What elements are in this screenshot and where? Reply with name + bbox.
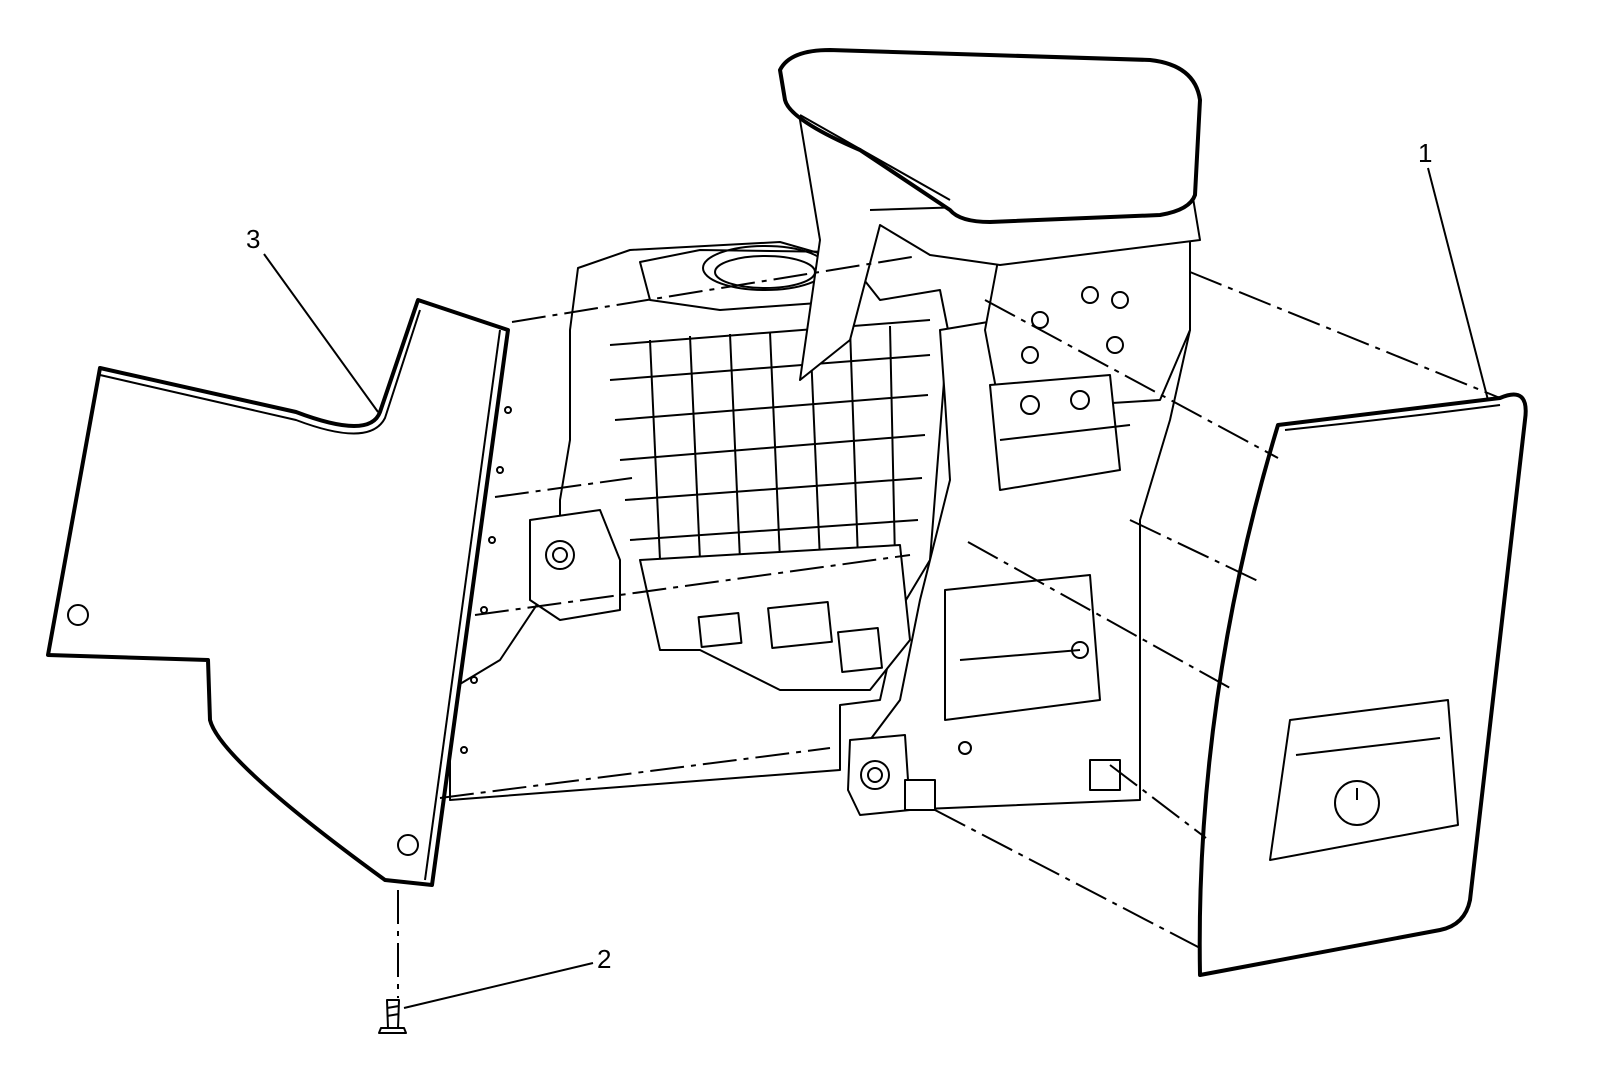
left-panel-hole-lower <box>397 834 419 856</box>
mount-bracket-left <box>529 509 621 621</box>
callout-1-leader <box>1427 167 1489 401</box>
callout-2: 2 <box>403 944 611 1009</box>
callout-1-label: 1 <box>1418 138 1432 168</box>
alignment-lines <box>397 255 1501 998</box>
armrest-lid <box>778 48 1202 224</box>
right-panel-recess <box>1269 699 1459 861</box>
callout-1: 1 <box>1418 138 1489 401</box>
left-panel-hole-upper <box>67 604 89 626</box>
left-side-panel-outline <box>46 298 510 887</box>
frame-opening-lower <box>944 574 1101 721</box>
mount-bracket-front <box>847 734 911 816</box>
center-console-assembly <box>449 48 1202 816</box>
part-3-left-side-panel <box>46 298 512 887</box>
callout-3-label: 3 <box>246 224 260 254</box>
callout-2-leader <box>403 962 594 1009</box>
right-side-panel-outline <box>1197 392 1528 977</box>
part-1-right-side-panel <box>1197 392 1528 977</box>
callout-2-label: 2 <box>597 944 611 974</box>
callout-3-leader <box>263 253 379 413</box>
callout-3: 3 <box>246 224 379 413</box>
mount-hole-left <box>545 540 575 570</box>
part-2-fastener <box>378 999 407 1034</box>
right-panel-knob <box>1334 780 1380 826</box>
frame-opening-upper <box>989 374 1121 491</box>
mount-hole-front <box>860 760 890 790</box>
